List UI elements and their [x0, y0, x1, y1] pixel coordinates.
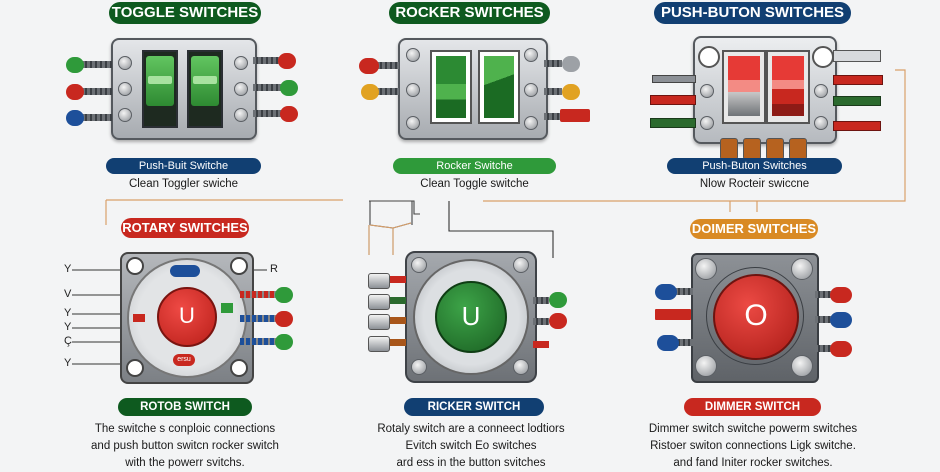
rocker-caption: Clean Toggle switche [420, 178, 529, 190]
rocker-subtitle-badge: Rocker Switche [393, 158, 556, 174]
terminal-blue-icon [655, 284, 677, 300]
center-description-line: Rotaly switch are a conneect lodtiors [377, 423, 565, 435]
toggle-rocker-left[interactable] [142, 50, 178, 128]
dimmer-description-line: Ristoer switon connections Ligk switche. [650, 440, 856, 452]
terminal-red-icon [275, 311, 293, 327]
rocker-left[interactable] [430, 50, 472, 124]
connector-line-top [105, 69, 906, 225]
rotary-description-line: The switche s conploic connections [94, 423, 276, 435]
push-button-subtitle-badge: Push-Buton Switches [667, 158, 842, 174]
ricker-switch-badge: RICKER SWITCH [404, 398, 544, 416]
dimmer-description-line: Dimmer switch switche powerm switches [648, 423, 858, 435]
terminal-red-icon [549, 313, 567, 329]
terminal-green-icon [275, 334, 293, 350]
terminal-blue-icon [830, 312, 852, 328]
rotary-lead-lines [72, 269, 267, 365]
terminal-red-icon [66, 84, 84, 100]
push-button-left[interactable] [722, 50, 766, 124]
toggle-caption: Clean Toggler swiche [128, 178, 239, 190]
rotary-description-line: with the powerr svitchs. [125, 457, 245, 469]
rocker-right[interactable] [478, 50, 520, 124]
terminal-green-icon [549, 292, 567, 308]
center-description-line: ard ess in the button svitches [396, 457, 546, 469]
terminal-red-icon [278, 53, 296, 69]
schematic-wire-center [448, 201, 554, 258]
terminal-red-icon [359, 58, 379, 74]
push-button-switches-title: PUSH-BUTON SWITCHES [654, 2, 851, 24]
rotary-lead-label: V [64, 288, 72, 300]
toggle-switches-title: TOGGLE SWITCHES [109, 2, 261, 24]
rotary-lead-label: Y [64, 307, 72, 319]
rotary-lead-label: Ç [64, 335, 72, 347]
rotary-small-label: ersu [173, 354, 195, 366]
rotary-right-label: R [270, 263, 278, 275]
dimmer-switches-title: DOIMER SWITCHES [690, 219, 818, 239]
push-button-right[interactable] [766, 50, 810, 124]
center-green-button[interactable]: U [435, 281, 507, 353]
dimmer-red-button[interactable]: O [713, 274, 799, 360]
terminal-blue-icon [657, 335, 679, 351]
center-description-line: Evitch switch Eo switches [405, 440, 537, 452]
rotary-lead-label: Y [64, 263, 72, 275]
rotary-switches-title: ROTARY SWITCHES [121, 218, 249, 238]
rocker-switches-title: ROCKER SWITCHES [389, 2, 550, 24]
schematic-orange [368, 222, 412, 255]
rotary-description-line: and push button switcn rocker switch [91, 440, 279, 452]
terminal-green-icon [66, 57, 84, 73]
terminal-red-icon [830, 341, 852, 357]
rotary-knob-button[interactable]: U [157, 287, 217, 347]
rotary-lead-label: Y [64, 357, 72, 369]
terminal-yellow-icon [562, 84, 580, 100]
terminal-red-icon [830, 287, 852, 303]
toggle-subtitle-badge: Push-Buit Switche [106, 158, 261, 174]
terminal-yellow-icon [361, 84, 379, 100]
terminal-grey-icon [562, 56, 580, 72]
push-button-caption: Nlow Rocteir swiccne [699, 178, 810, 190]
toggle-rocker-right[interactable] [187, 50, 223, 128]
terminal-green-icon [275, 287, 293, 303]
connector-line-dimmer [729, 201, 758, 212]
terminal-green-icon [280, 80, 298, 96]
terminal-blue-icon [66, 110, 84, 126]
terminal-red-icon [280, 106, 298, 122]
terminal-red-tab-icon [560, 109, 590, 122]
rotor-switch-badge: ROTOB SWITCH [118, 398, 252, 416]
dimmer-description-line: and fand Initer rocker switches. [673, 457, 833, 469]
rotary-lead-label: Y [64, 321, 72, 333]
dimmer-switch-badge: DIMMER SWITCH [684, 398, 821, 416]
terminal-red-tab-icon [655, 309, 691, 320]
